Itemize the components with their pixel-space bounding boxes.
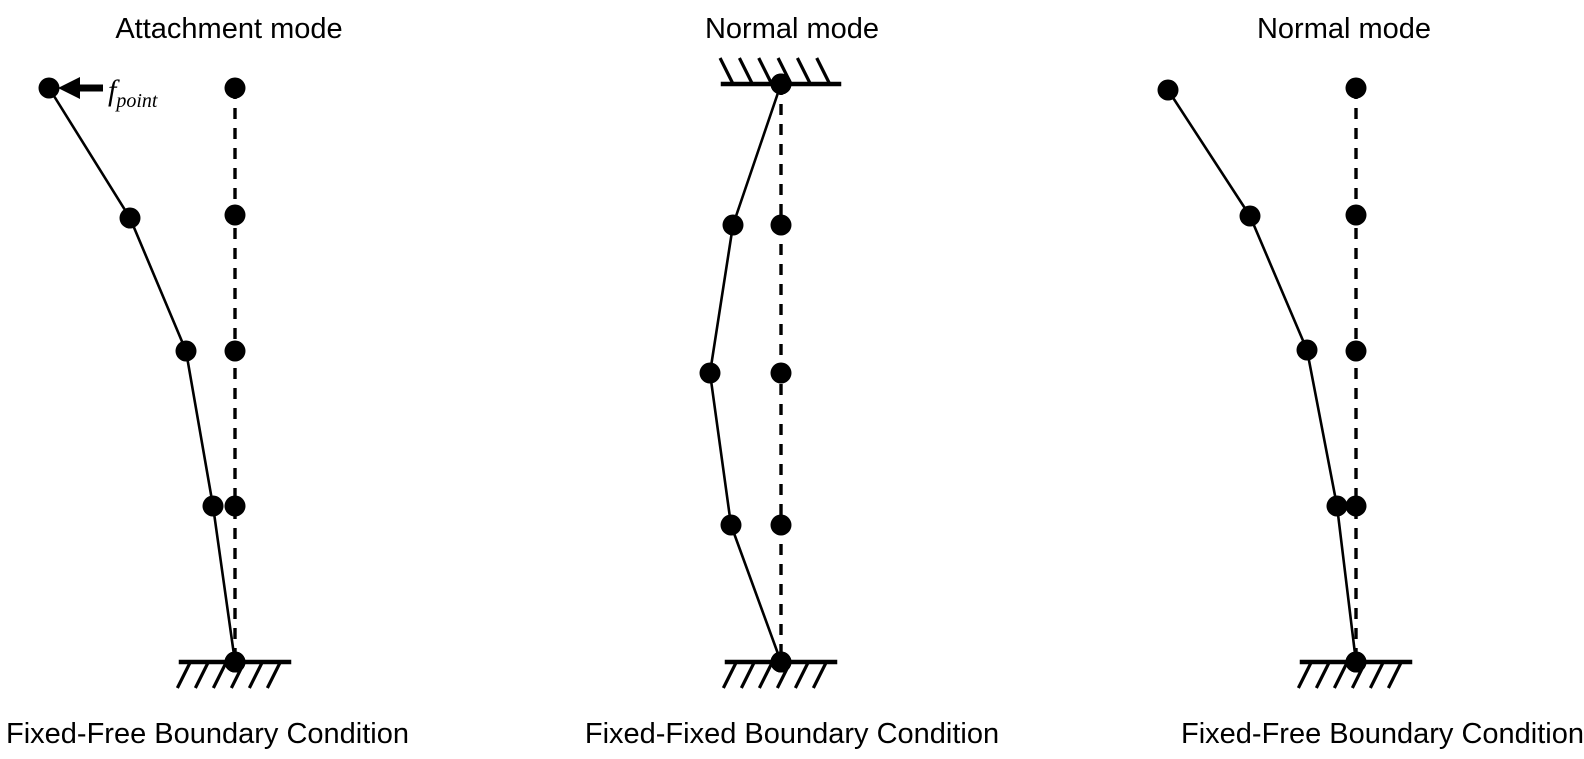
reference-node — [1345, 77, 1367, 99]
support-hatch — [757, 661, 774, 689]
deformed-node — [722, 214, 744, 236]
mode-shape-polyline — [708, 82, 783, 664]
force-arrow-icon — [58, 77, 103, 99]
diagram-left — [38, 77, 292, 689]
support-hatch — [1386, 661, 1403, 689]
deformed-node — [119, 207, 141, 229]
reference-node — [1345, 204, 1367, 226]
panel-caption-left: Fixed-Free Boundary Condition — [6, 718, 409, 750]
support-hatch — [721, 661, 738, 689]
reference-node — [224, 77, 246, 99]
panel-attachment-mode: Attachment mode fpoint Fixed-Free Bounda… — [0, 0, 528, 759]
reference-node — [224, 340, 246, 362]
force-label-base: f — [108, 74, 117, 107]
deformed-node — [770, 651, 792, 673]
support-hatch — [1332, 661, 1349, 689]
support-hatch — [1314, 661, 1331, 689]
reference-node — [770, 362, 792, 384]
deformed-node — [1345, 651, 1367, 673]
panel-title-middle: Normal mode — [704, 13, 880, 45]
support-hatch — [718, 57, 735, 85]
support-hatch — [265, 661, 282, 689]
force-label: fpoint — [108, 74, 158, 112]
deformed-node — [1239, 205, 1261, 227]
support-hatch — [739, 661, 756, 689]
mode-shape-polyline — [1166, 88, 1358, 664]
deformed-node — [699, 362, 721, 384]
support-hatch — [193, 661, 210, 689]
deformed-node — [720, 514, 742, 536]
support-hatch — [175, 661, 192, 689]
deformed-node — [1326, 495, 1348, 517]
diagram-right — [1157, 77, 1413, 689]
mode-shape-polyline — [47, 86, 237, 664]
panel-title-right: Normal mode — [1256, 13, 1432, 45]
reference-node — [224, 204, 246, 226]
support-hatch — [1368, 661, 1385, 689]
deformed-node — [1296, 339, 1318, 361]
reference-node — [770, 214, 792, 236]
diagram-middle — [699, 57, 842, 689]
deformed-node — [770, 73, 792, 95]
reference-node — [1345, 340, 1367, 362]
deformed-node — [38, 77, 60, 99]
support-hatch — [793, 661, 810, 689]
panel-caption-middle: Fixed-Fixed Boundary Condition — [584, 718, 1000, 750]
reference-node — [770, 514, 792, 536]
force-arrow-head — [58, 77, 80, 99]
support-hatch — [811, 661, 828, 689]
reference-node — [224, 495, 246, 517]
panel-caption-right: Fixed-Free Boundary Condition — [1181, 718, 1584, 750]
force-label-subscript: point — [116, 90, 158, 112]
support-hatch — [1296, 661, 1313, 689]
reference-node — [1345, 495, 1367, 517]
panel-title-left: Attachment mode — [115, 13, 343, 45]
panel-normal-mode-fixed-fixed: Normal mode Fixed-Fixed Boundary Conditi… — [528, 0, 1056, 759]
deformed-node — [224, 651, 246, 673]
support-hatch — [247, 661, 264, 689]
deformed-node — [1157, 79, 1179, 101]
deformed-node — [202, 495, 224, 517]
panel-normal-mode-fixed-free: Normal mode Fixed-Free Boundary Conditio… — [1056, 0, 1584, 759]
support-hatch — [815, 57, 832, 85]
support-hatch — [211, 661, 228, 689]
deformed-node — [175, 340, 197, 362]
support-hatch — [757, 57, 774, 85]
support-hatch — [737, 57, 754, 85]
support-hatch — [795, 57, 812, 85]
